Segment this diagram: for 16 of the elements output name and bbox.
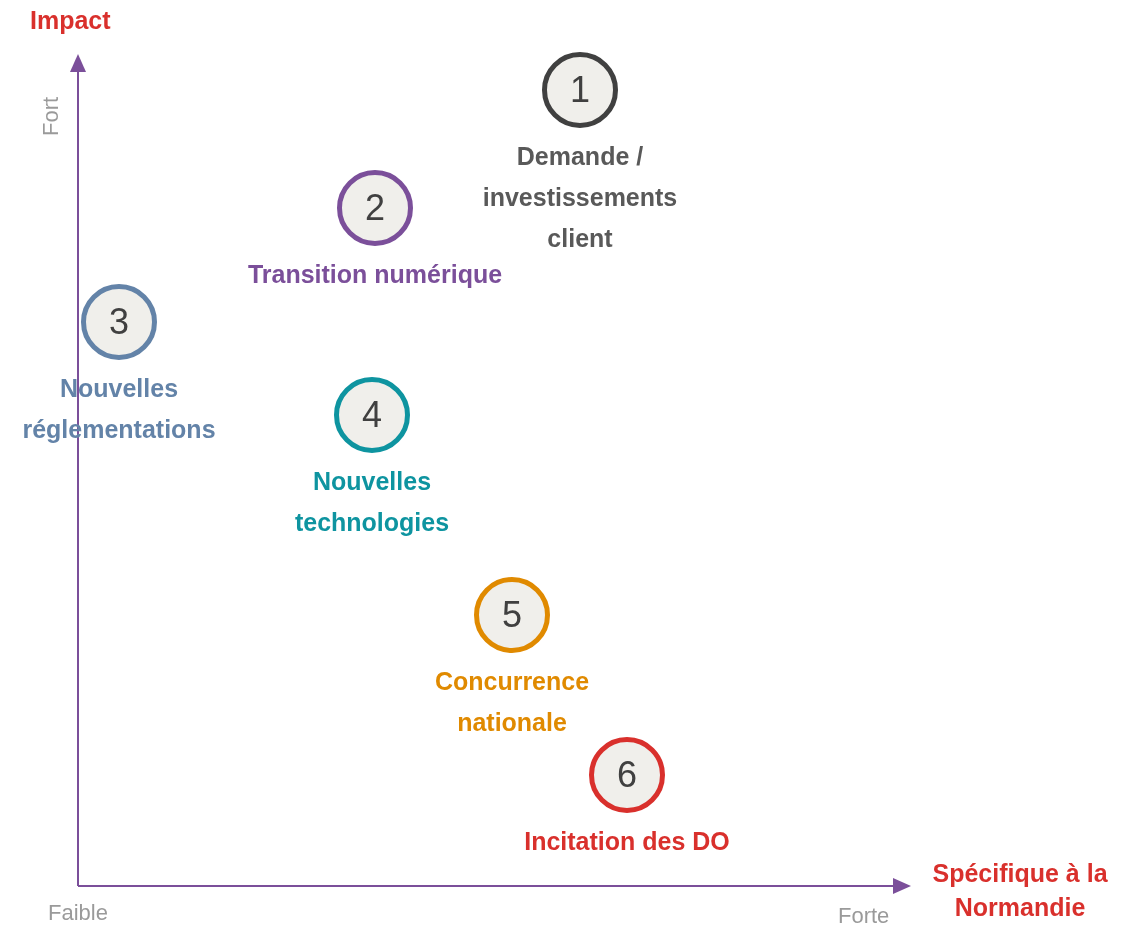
axis-end-label: Faible (48, 900, 108, 926)
factor-label: Incitation des DO (524, 826, 730, 857)
axis-end-label: Forte (838, 903, 890, 929)
numbered-circle: 3 (81, 284, 157, 360)
axis-title: Spécifique à la Normandie (931, 858, 1109, 923)
numbered-circle: 1 (542, 52, 618, 128)
factor-label: Nouvelles technologies (293, 466, 451, 538)
axis-end-label: Fort (38, 96, 64, 136)
factor-label: Concurrence nationale (433, 666, 591, 738)
numbered-circle: 5 (474, 577, 550, 653)
numbered-circle: 2 (337, 170, 413, 246)
factor-label: Demande / investissements client (481, 141, 679, 254)
factor-label: Transition numérique (247, 259, 503, 290)
numbered-circle: 6 (589, 737, 665, 813)
axis-title: Impact (30, 6, 111, 35)
numbered-circle: 4 (334, 377, 410, 453)
